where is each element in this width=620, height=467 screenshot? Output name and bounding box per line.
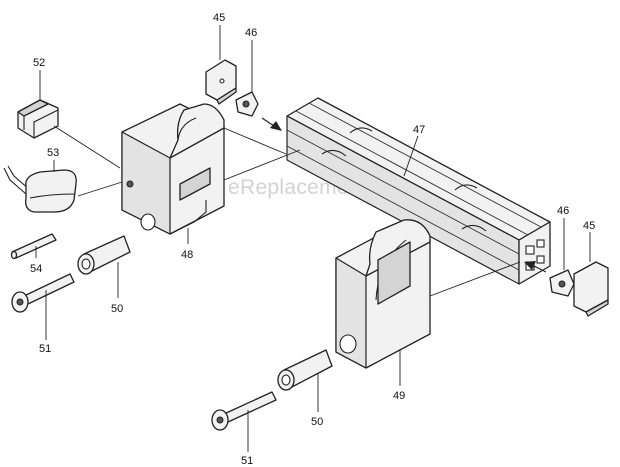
callout-labels: 45 46 52 47 53 46 45 54 48 50 51 49 50 5…: [30, 12, 595, 467]
part-48-bracket-block: [121, 103, 225, 235]
part-47-extrusion-rail: [286, 97, 551, 285]
callout-50-left: 50: [111, 303, 123, 315]
callout-50-right: 50: [311, 416, 323, 428]
callout-46-top: 46: [245, 27, 257, 39]
part-45-end-cap-bottom: [573, 261, 609, 317]
assembly-arrow-bottom: [524, 261, 547, 273]
callout-51-left: 51: [39, 343, 51, 355]
part-51-screw-right: [211, 391, 277, 431]
assembly-arrow-top: [261, 117, 282, 131]
callout-46-bottom: 46: [557, 205, 569, 217]
part-53-lever-knob: [3, 165, 77, 213]
callout-51-right: 51: [241, 455, 253, 467]
leader-lines: [35, 25, 591, 452]
part-51-screw-left: [11, 273, 75, 313]
callout-48: 48: [181, 249, 193, 261]
callout-45-bottom: 45: [583, 220, 595, 232]
part-52-clip: [17, 99, 59, 139]
callout-54: 54: [30, 263, 42, 275]
callout-52: 52: [33, 57, 45, 69]
part-49-bracket-block: [335, 219, 431, 369]
part-50-sleeve-right: [277, 349, 333, 391]
part-50-sleeve-left: [77, 235, 131, 275]
part-46-plate-top: [235, 91, 259, 117]
part-45-end-cap-top: [205, 59, 237, 105]
part-46-plate-bottom: [549, 269, 575, 297]
part-54-pin: [10, 233, 57, 260]
callout-49: 49: [393, 390, 405, 402]
callout-45-top: 45: [213, 12, 225, 24]
callout-53: 53: [47, 147, 59, 159]
callout-47: 47: [413, 124, 425, 136]
